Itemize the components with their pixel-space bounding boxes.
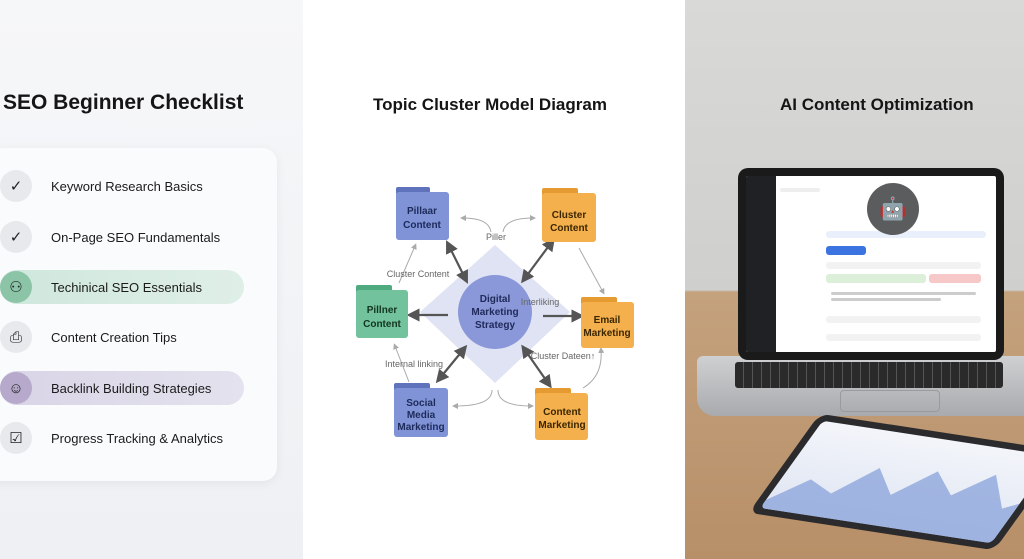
item-label: Backlink Building Strategies: [51, 380, 212, 396]
robot-icon: 🤖: [867, 183, 919, 235]
item-label: On-Page SEO Fundamentals: [51, 229, 221, 245]
person-icon: ☺: [0, 372, 32, 404]
diagram-title: Topic Cluster Model Diagram: [373, 95, 607, 114]
tablet-chart: [760, 420, 1024, 544]
checklist-item[interactable]: ☑ Progress Tracking & Analytics: [0, 421, 244, 455]
checklist-card: ✓ Keyword Research Basics ✓ On-Page SEO Fu…: [0, 148, 277, 481]
edge-label-cluster-dateen: Cluster Dateen↑: [531, 351, 596, 361]
checklist-item[interactable]: ☺ Backlink Building Strategies: [0, 371, 244, 405]
item-label: Techinical SEO Essentials: [51, 279, 203, 295]
checklist-item[interactable]: ⎙ Content Creation Tips: [0, 320, 244, 354]
main-arrows: [406, 237, 585, 389]
laptop-keyboard: [735, 362, 1003, 388]
edge-label-interliking: Interliking: [521, 297, 560, 307]
edge-label-cluster-content: Cluster Content: [387, 269, 450, 279]
checkbox-arrow-icon: ☑: [0, 422, 32, 454]
profile-edit-icon: ⎙: [0, 321, 32, 353]
users-icon: ⚇: [0, 271, 32, 303]
edge-label-internal-linking: Internal linking: [385, 359, 443, 369]
check-icon: ✓: [0, 221, 32, 253]
check-icon: ✓: [0, 170, 32, 202]
checklist-item[interactable]: ✓ On-Page SEO Fundamentals: [0, 220, 244, 254]
checklist-panel: SEO Beginner Checklist ✓ Keyword Research…: [0, 0, 303, 559]
secondary-arrows: [393, 215, 605, 409]
item-label: Progress Tracking & Analytics: [51, 430, 223, 446]
laptop-trackpad: [840, 390, 940, 412]
center-circle: [458, 275, 532, 349]
checklist-item[interactable]: ✓ Keyword Research Basics: [0, 169, 244, 203]
item-label: Keyword Research Basics: [51, 178, 203, 194]
app-sidebar: [746, 176, 776, 352]
ai-title: AI Content Optimization: [780, 95, 974, 114]
checklist-title: SEO Beginner Checklist: [3, 91, 244, 114]
tablet: [748, 413, 1024, 551]
item-label: Content Creation Tips: [51, 329, 177, 345]
checklist-item[interactable]: ⚇ Techinical SEO Essentials: [0, 270, 244, 304]
edge-label-piller: Piller: [486, 232, 506, 242]
